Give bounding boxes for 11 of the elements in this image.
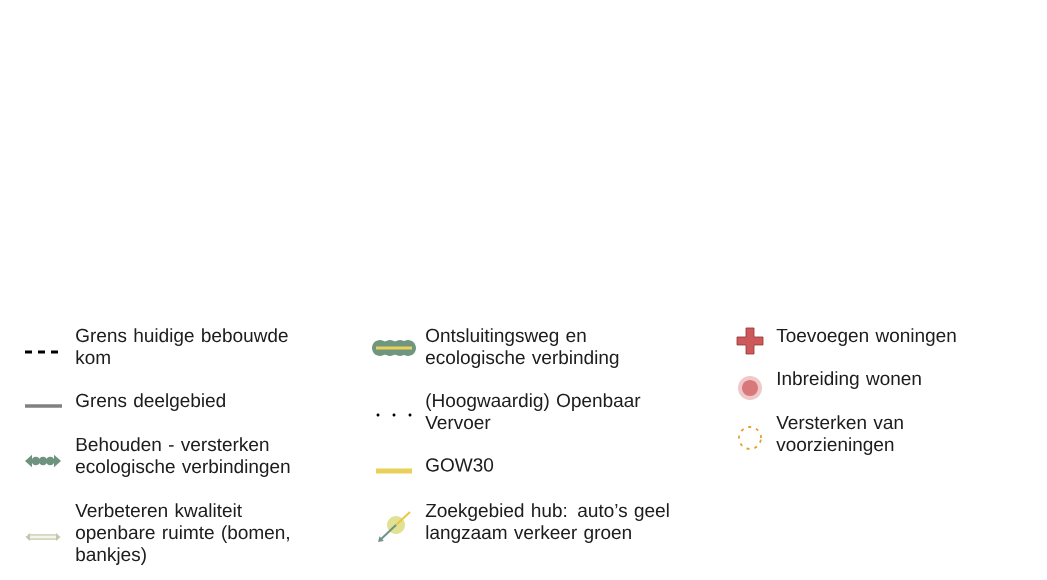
legend-label: Versterken van voorzieningen xyxy=(776,415,903,455)
legend-label: Behouden - versterken ecologische verbindingen xyxy=(76,437,290,477)
legend-label: Grens huidige bebouwde kom xyxy=(76,328,288,365)
legend-label: Verbeteren kwaliteit openbare ruimte (bomen, bankjes) xyxy=(75,503,289,565)
legend-label: GOW30 xyxy=(426,458,494,472)
legend-label: Grens deelgebied xyxy=(76,393,225,411)
legend-label: (Hoogwaardig) Openbaar Vervoer xyxy=(425,393,641,430)
legend-label: Inbreiding wonen xyxy=(777,371,921,389)
legend-label: Ontsluitingsweg en ecologische verbinding xyxy=(426,328,619,368)
legend-label: Zoekgebied hub: auto’s geel langzaam verkeer groen xyxy=(425,503,669,543)
legend-label: Toevoegen woningen xyxy=(776,328,956,346)
